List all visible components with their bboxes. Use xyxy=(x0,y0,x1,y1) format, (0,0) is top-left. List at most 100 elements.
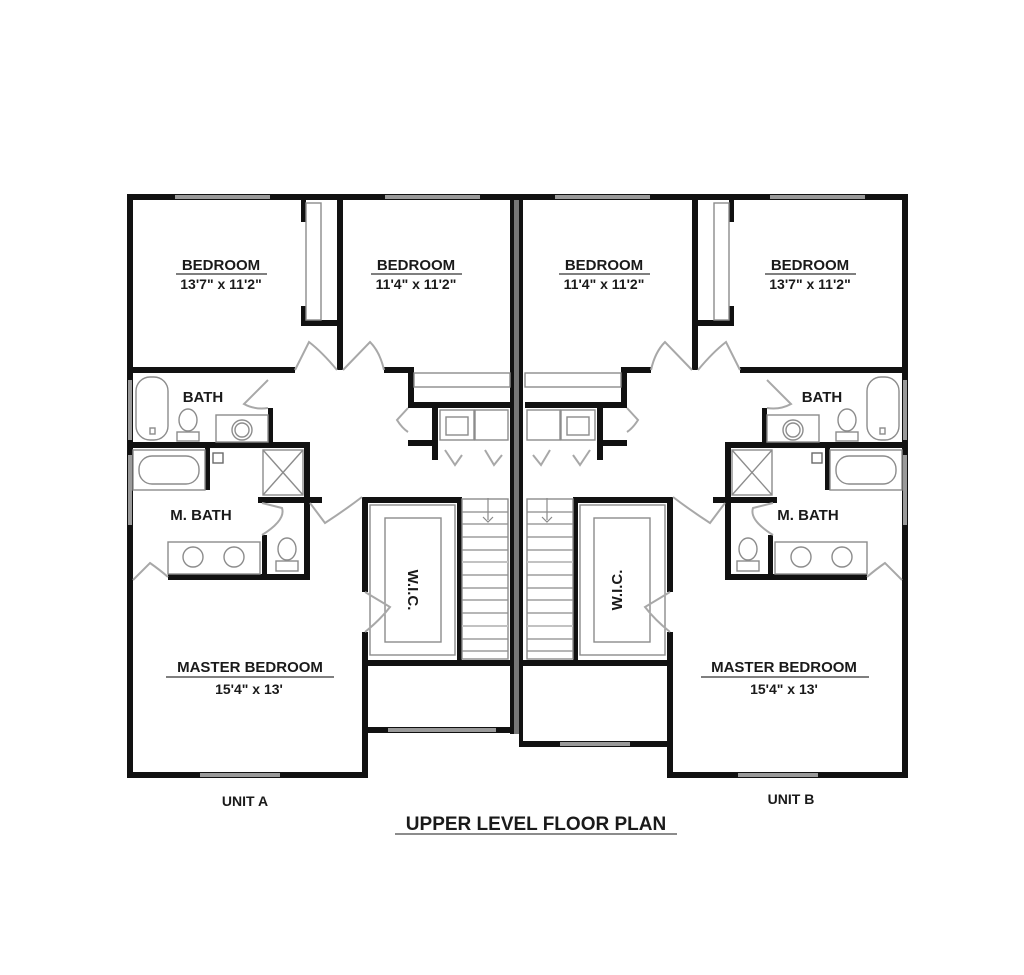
window xyxy=(200,773,280,777)
unit-b-interior-walls xyxy=(521,200,908,666)
unit-a-fixtures xyxy=(132,376,509,660)
wall-master-b-left xyxy=(667,660,673,778)
door-swing-icon xyxy=(242,379,269,410)
wall-top xyxy=(127,194,908,200)
room-name-master-bath: M. BATH xyxy=(170,507,231,524)
washer-icon xyxy=(439,409,475,441)
unit-b-doors xyxy=(532,340,903,633)
vanity-icon xyxy=(215,414,269,443)
room-dims: 13'7" x 11'2" xyxy=(769,276,850,292)
party-wall-gap xyxy=(514,200,519,734)
window xyxy=(175,195,270,199)
closet-shelf xyxy=(305,202,322,321)
door-swing-icon xyxy=(395,407,409,433)
shower-diag xyxy=(262,449,304,496)
plan-title: UPPER LEVEL FLOOR PLAN xyxy=(406,814,666,835)
unit-a-interior-walls xyxy=(127,200,514,666)
unit-label: UNIT B xyxy=(768,791,815,807)
window xyxy=(128,380,132,440)
wall xyxy=(258,497,322,503)
dryer-icon xyxy=(474,409,509,441)
wall xyxy=(301,306,306,326)
room-name-wic: W.I.C. xyxy=(609,570,626,611)
room-name-bath: BATH xyxy=(183,389,224,406)
linen-shelf xyxy=(413,372,511,388)
party-wall-a xyxy=(510,194,514,734)
door-swing-icon xyxy=(294,340,338,371)
room-name-master-bath: M. BATH xyxy=(777,507,838,524)
wall xyxy=(457,497,462,663)
room-name-master-bedroom: MASTER BEDROOM xyxy=(711,659,857,676)
room-dims: 11'4" x 11'2" xyxy=(376,276,457,292)
shower-icon xyxy=(262,449,304,496)
sink-icon xyxy=(223,546,245,568)
window xyxy=(738,773,818,777)
wall xyxy=(337,200,343,370)
toilet-icon xyxy=(178,408,198,432)
tub-controls-icon xyxy=(212,452,224,464)
wall xyxy=(168,574,310,580)
window xyxy=(560,742,630,746)
window xyxy=(903,380,907,440)
bathtub-icon xyxy=(135,376,169,441)
room-dims: 15'4" x 13' xyxy=(750,681,818,697)
door-swing-icon xyxy=(364,591,392,633)
stairs xyxy=(461,498,509,660)
tub-deck-icon xyxy=(132,449,206,491)
room-name-master-bedroom: MASTER BEDROOM xyxy=(177,659,323,676)
wall xyxy=(127,367,295,373)
washer-lid-icon xyxy=(445,416,469,436)
sink-icon xyxy=(231,419,253,441)
door-swing-icon xyxy=(132,561,169,581)
wall xyxy=(432,408,438,460)
room-name-bath: BATH xyxy=(802,389,843,406)
toilet-tank-icon xyxy=(176,431,200,442)
wall xyxy=(408,402,510,408)
wall xyxy=(362,632,368,666)
windows xyxy=(128,195,907,777)
wic-shelf-inner xyxy=(384,517,442,643)
door-swing-icon xyxy=(342,340,385,371)
wall xyxy=(362,660,514,666)
door-swing-icon xyxy=(309,496,363,525)
faucet-icon xyxy=(149,427,156,435)
room-name-bedroom: BEDROOM xyxy=(182,257,260,274)
wall xyxy=(408,367,414,407)
wall-master-a-right xyxy=(362,660,368,778)
room-name-bedroom: BEDROOM xyxy=(565,257,643,274)
window xyxy=(388,728,496,732)
room-name-bedroom: BEDROOM xyxy=(377,257,455,274)
wall xyxy=(205,448,210,490)
wall xyxy=(262,535,267,577)
wall xyxy=(304,442,310,577)
window xyxy=(555,195,650,199)
wic-shelf xyxy=(369,504,456,656)
unit-a-labels: BEDROOM 13'7" x 11'2" BEDROOM 11'4" x 11… xyxy=(166,257,462,809)
wall xyxy=(127,442,307,448)
door-swing-icon xyxy=(261,502,284,536)
toilet-tank-icon xyxy=(275,560,299,572)
sink-icon xyxy=(182,546,204,568)
wall xyxy=(408,440,438,446)
room-name-wic: W.I.C. xyxy=(404,570,421,611)
wall xyxy=(384,367,414,373)
room-dims: 13'7" x 11'2" xyxy=(180,276,261,292)
stair-run xyxy=(461,498,509,660)
unit-b-fixtures xyxy=(526,376,903,660)
window xyxy=(385,195,480,199)
window xyxy=(770,195,865,199)
unit-a-doors xyxy=(132,340,503,633)
window xyxy=(903,455,907,525)
door-swing-icon xyxy=(484,449,503,467)
vanity-icon xyxy=(167,541,261,575)
wall xyxy=(301,200,306,222)
wall xyxy=(268,408,273,448)
wall xyxy=(362,497,368,592)
wall xyxy=(362,497,462,503)
unit-b-labels: BEDROOM 11'4" x 11'2" BEDROOM 13'7" x 11… xyxy=(559,257,869,807)
bathtub-icon xyxy=(138,455,200,485)
wall xyxy=(301,320,343,326)
room-name-bedroom: BEDROOM xyxy=(771,257,849,274)
party-wall-b xyxy=(519,194,523,747)
